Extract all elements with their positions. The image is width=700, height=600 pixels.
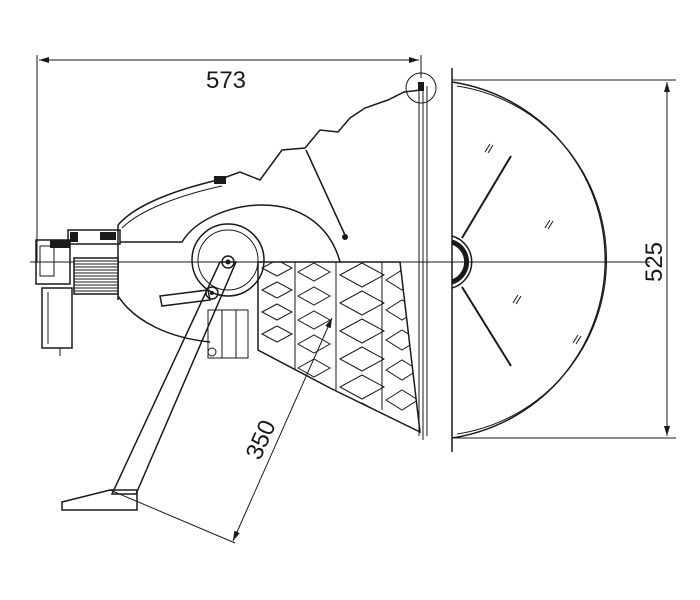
dimension-reflector-diameter: 525	[452, 79, 676, 439]
dimension-line-350	[232, 317, 333, 542]
handle-knob	[205, 286, 219, 300]
yoke-hub-outer	[191, 223, 265, 297]
gear-bracket	[207, 309, 249, 359]
reflector-inner-rim	[456, 85, 608, 435]
aiming-handle	[159, 289, 211, 307]
reflector-front-view	[451, 68, 608, 452]
junction-box	[41, 287, 73, 349]
rear-cover-clip	[70, 232, 78, 242]
extension-line-350	[109, 489, 236, 544]
lamp-support-lower	[461, 286, 512, 367]
rear-ballast-box	[35, 229, 121, 356]
mounting-foot	[61, 489, 138, 511]
dimension-label-350: 350	[241, 416, 282, 464]
rear-housing	[117, 176, 341, 343]
ballast-box-cap	[50, 240, 70, 248]
mounting-yoke	[61, 223, 265, 511]
lamp-socket-inner	[451, 239, 470, 285]
visor-outline	[217, 89, 422, 181]
reflector-outer-rim	[451, 81, 606, 439]
dimension-mount-offset: 350	[109, 317, 333, 544]
visor-strut	[305, 149, 346, 236]
ballast-box-inner	[39, 245, 55, 277]
dimension-label-573: 573	[206, 67, 246, 94]
lamp-socket-outer	[451, 235, 473, 289]
louver-cone	[257, 261, 421, 434]
rear-cover-clip-2	[100, 232, 116, 240]
housing-top-arc-inner	[121, 185, 223, 229]
visor-strut-pivot	[342, 234, 348, 240]
housing-top-arc	[117, 179, 219, 226]
lamp-support-upper	[461, 155, 512, 239]
front-glass-side	[405, 72, 437, 440]
honeycomb-pattern	[258, 262, 419, 428]
top-hinge-detail-circle	[405, 72, 437, 104]
rear-cover-top	[67, 229, 121, 245]
top-hinge	[418, 82, 424, 91]
visor-hood	[217, 89, 422, 240]
yoke-hub-inner	[197, 229, 259, 291]
dimension-overall-length: 573	[36, 55, 422, 262]
housing-body-bottom	[117, 295, 211, 343]
handle-knob-center	[210, 291, 214, 295]
housing-latch	[214, 176, 226, 184]
yoke-arm	[110, 261, 238, 495]
cooling-fins	[73, 257, 119, 295]
gear-bolt	[207, 347, 217, 357]
glass-hatch-marks	[484, 143, 582, 345]
housing-body-top	[120, 204, 341, 263]
